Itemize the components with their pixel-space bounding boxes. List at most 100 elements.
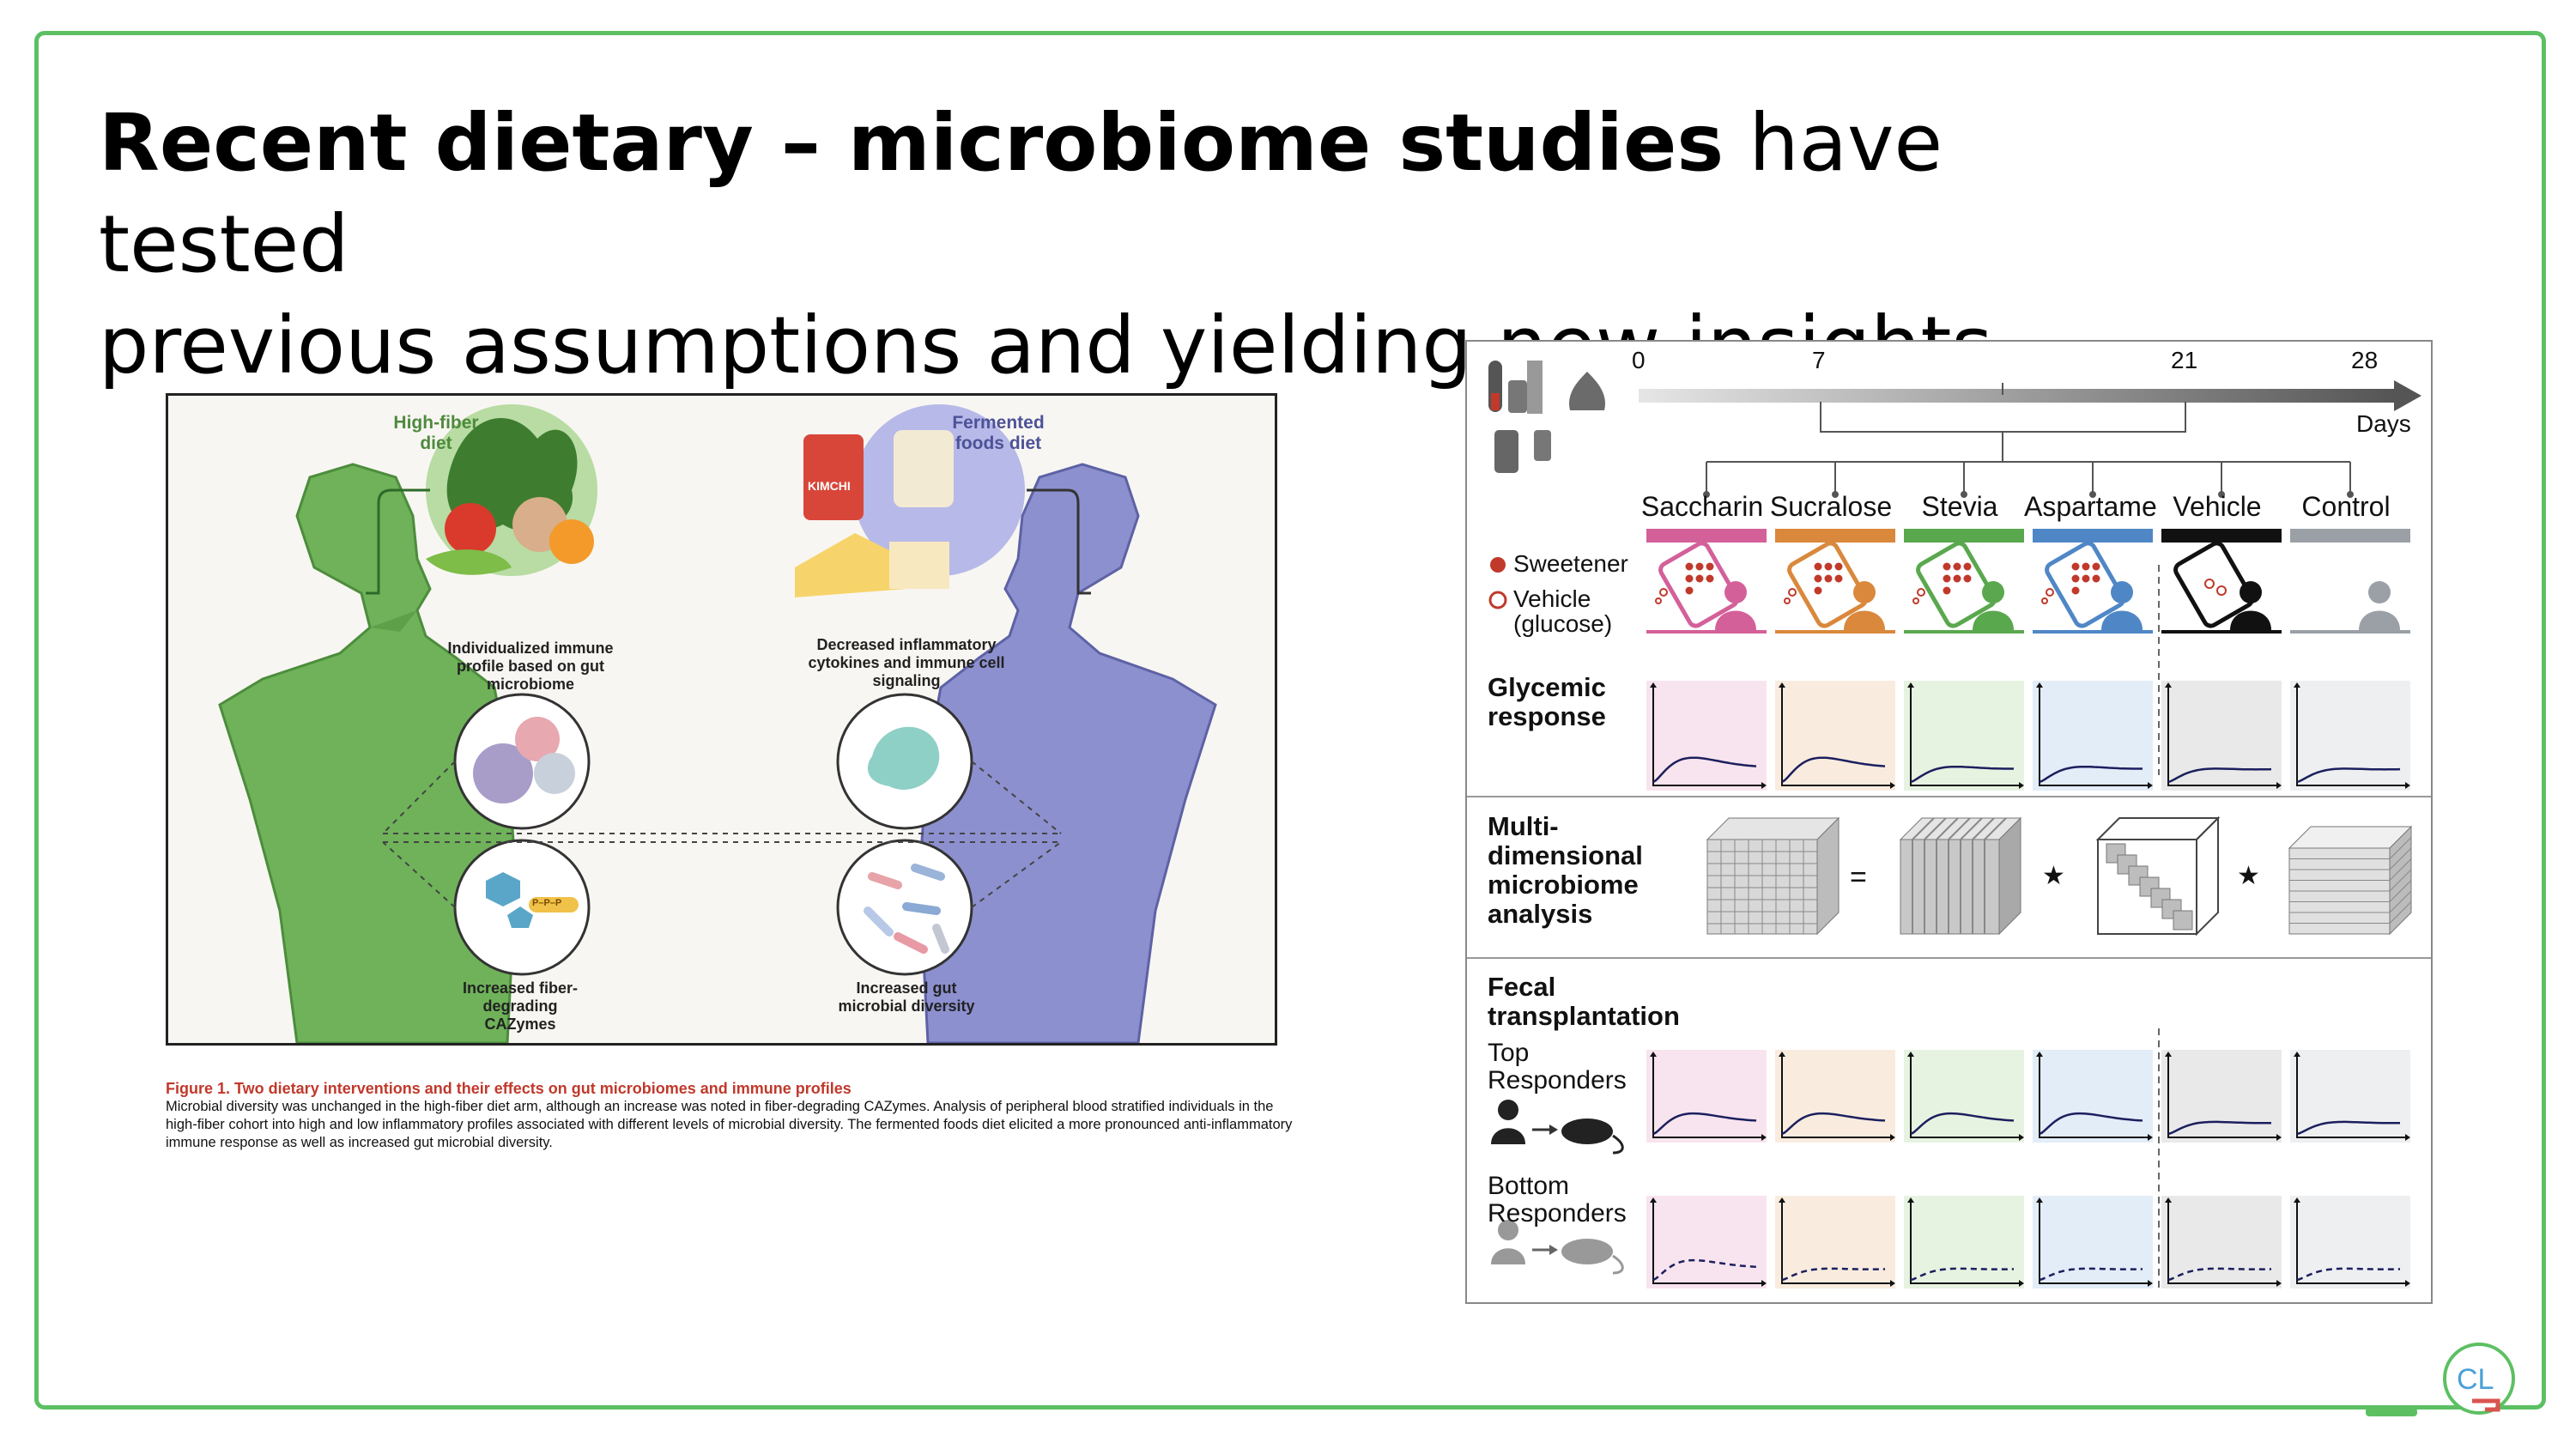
glucose-meter-icon xyxy=(1534,430,1551,461)
mini-plot-stevia xyxy=(1904,681,2024,791)
enzyme-hexagon-icon xyxy=(486,872,520,906)
timeline-arrowhead xyxy=(2394,380,2421,411)
mini-plot-axes xyxy=(1652,1201,1761,1284)
group-color-band xyxy=(2161,529,2282,543)
phone-icon xyxy=(1494,430,1518,473)
cl-logo: CL xyxy=(2443,1343,2515,1415)
mini-plot-control xyxy=(2290,1196,2410,1288)
figure-1-diet-illustration: High-fiber diet Fermented foods diet KIM… xyxy=(166,393,1277,1046)
mini-plot-sucralose xyxy=(1775,1196,1895,1288)
sweetener-packet-icon xyxy=(1658,541,1739,628)
person-icon xyxy=(1853,581,1876,603)
group-stevia-label: Stevia xyxy=(1921,491,1998,522)
group-color-band xyxy=(1904,529,2024,543)
mini-plot-aspartame xyxy=(2033,681,2153,791)
timeline-bracket xyxy=(1820,383,2186,462)
response-curve xyxy=(2039,1267,2143,1282)
immune-cell-icon xyxy=(867,726,940,790)
microbiome-analysis-title: Multi- dimensional microbiome analysis xyxy=(1488,812,1643,929)
mini-plot-axes xyxy=(2167,686,2276,786)
top-responders-line2: Responders xyxy=(1488,1066,1627,1094)
fecal-transplantation-title: Fecal transplantation xyxy=(1488,973,1680,1031)
mini-plot-axes xyxy=(1910,1055,2019,1138)
microbiome-tensor-diagram xyxy=(1706,815,2413,937)
response-curve xyxy=(2296,1120,2400,1136)
fiber-arrow xyxy=(366,488,430,595)
response-curve xyxy=(2167,1120,2271,1136)
group-control-label: Control xyxy=(2301,491,2391,522)
cheese-icon xyxy=(795,533,906,597)
pea-pod-icon xyxy=(426,549,512,575)
fecal-title-line1: Fecal xyxy=(1488,972,1556,1002)
mini-plot-sucralose xyxy=(1775,681,1895,791)
response-curve xyxy=(1652,756,1757,784)
figure-2-artwork xyxy=(1467,361,2431,1290)
response-curve xyxy=(1652,1258,1757,1282)
person-icon xyxy=(2111,581,2133,603)
logo-plug-icon xyxy=(2366,1408,2417,1416)
kefir-box-icon xyxy=(889,542,949,589)
group-color-band xyxy=(1646,529,1767,543)
group-branch-lines xyxy=(1703,461,2354,498)
response-curve xyxy=(2167,767,2272,784)
mini-plot-axes xyxy=(2167,1201,2276,1284)
phosphate-chain-label: P–P–P xyxy=(532,898,562,908)
sample-container-icon xyxy=(1508,380,1527,413)
mini-plot-stevia xyxy=(1904,1196,2024,1288)
legend-vehicle: Vehicle xyxy=(1513,585,1591,612)
response-curve xyxy=(1910,765,2014,784)
mini-plot-axes xyxy=(1910,686,2019,786)
group-sucralose-label: Sucralose xyxy=(1769,491,1893,522)
immune-cell-icon xyxy=(534,753,575,794)
vehicle-dot-icon xyxy=(1488,591,1507,609)
mini-plot-axes xyxy=(2296,1055,2405,1138)
response-curve xyxy=(1781,1267,1886,1282)
timeline-tick-7: 7 xyxy=(1812,347,1826,373)
timeline-unit: Days xyxy=(2356,410,2411,437)
logo-letters: CL xyxy=(2457,1363,2494,1396)
tensor-product-star-2: ★ xyxy=(2237,862,2260,890)
microbial-diversity-text: Increased gut microbial diversity xyxy=(838,979,975,1015)
mini-plot-axes xyxy=(2039,686,2148,786)
group-saccharin-label: Saccharin xyxy=(1640,491,1764,522)
phosphate-chain-icon xyxy=(529,897,579,912)
legend-sweetener: Sweetener xyxy=(1513,550,1628,577)
mini-plot-axes xyxy=(2296,1201,2405,1284)
slide-frame xyxy=(34,31,2546,1410)
sweetener-packet-icon xyxy=(1787,541,1868,628)
mini-plot-axes xyxy=(2039,1201,2148,1284)
glycemic-title-line1: Glycemic xyxy=(1488,672,1606,702)
mini-plot-axes xyxy=(2039,1055,2148,1138)
tensor-equals-sign: = xyxy=(1850,861,1867,894)
mini-plot-saccharin xyxy=(1646,681,1767,791)
mini-plot-sucralose xyxy=(1775,1050,1895,1143)
bottom-responders-line2: Responders xyxy=(1488,1199,1627,1228)
microbiome-title-line3: microbiome xyxy=(1488,870,1639,900)
tensor-product-star-1: ★ xyxy=(2042,862,2065,890)
response-curve xyxy=(2039,1112,2143,1136)
timeline-bar xyxy=(1639,389,2394,403)
mini-plot-vehicle xyxy=(2161,1196,2282,1288)
response-curve xyxy=(1910,1112,2015,1136)
mini-plot-control xyxy=(2290,681,2410,791)
response-curve xyxy=(1910,1267,2015,1282)
mouse-icon xyxy=(1561,1119,1613,1144)
inflammatory-cytokines-text: Decreased inflammatory cytokines and imm… xyxy=(808,636,1005,689)
top-responders-label: Top Responders xyxy=(1488,1040,1627,1094)
immune-cell-icon xyxy=(515,717,560,761)
immune-cell-icon xyxy=(473,743,533,803)
response-curve xyxy=(2296,767,2401,784)
person-icon xyxy=(2240,581,2262,603)
yogurt-container-icon xyxy=(894,430,954,507)
microbiome-title-line2: dimensional xyxy=(1488,840,1643,870)
response-curve xyxy=(2039,765,2143,784)
sweetener-dot-icon xyxy=(1490,557,1506,573)
bottom-responders-line1: Bottom xyxy=(1488,1172,1570,1200)
microbiome-title-line4: analysis xyxy=(1488,899,1593,929)
mini-plot-axes xyxy=(2296,686,2405,786)
timeline-tick-28: 28 xyxy=(2351,347,2379,373)
bottom-responders-label: Bottom Responders xyxy=(1488,1173,1627,1228)
staircase-block-icon xyxy=(2095,815,2221,937)
mini-plot-stevia xyxy=(1904,1050,2024,1143)
kimchi-jar-label: KIMCHI xyxy=(808,479,851,493)
